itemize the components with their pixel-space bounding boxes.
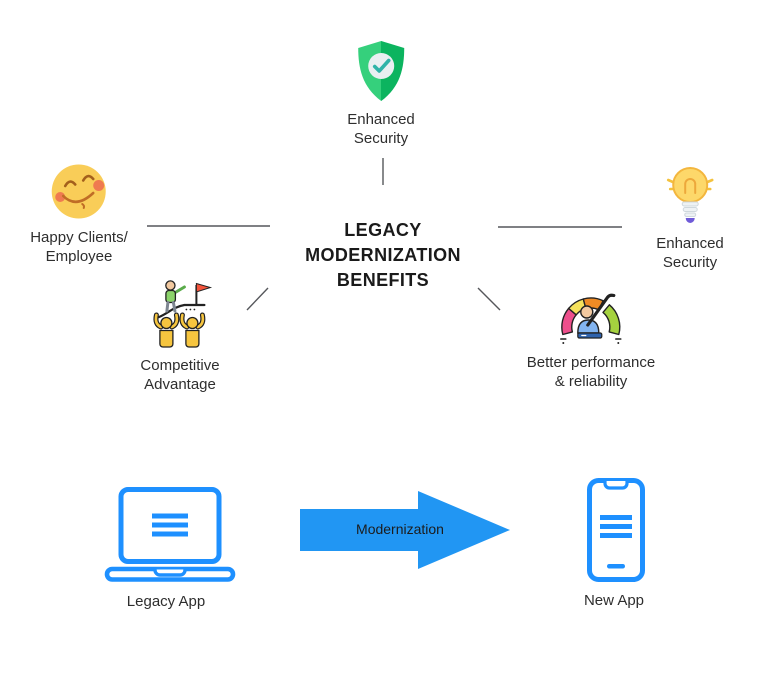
label-line-1: Competitive [140, 357, 220, 374]
label-line-1: Happy Clients/ [30, 229, 128, 246]
benefit-better-performance: Better performance & reliability [527, 281, 655, 391]
title-line-3: BENEFITS [336, 270, 430, 290]
label-line-2: Security [353, 130, 409, 147]
cheering-figure [153, 312, 179, 348]
modernization-arrow-label: Modernization [356, 521, 444, 537]
laptop-icon [104, 487, 236, 582]
benefit-label: Happy Clients/ Employee [30, 228, 128, 266]
legacy-app-label: Legacy App [126, 593, 206, 610]
label-line-2: Security [662, 254, 718, 271]
title-line-2: MODERNIZATION [305, 245, 461, 265]
label-line-2: & reliability [554, 373, 628, 390]
benefit-label: Enhanced Security [656, 234, 724, 272]
benefit-label: Competitive Advantage [140, 356, 219, 394]
modernization-arrow [300, 491, 510, 569]
connector-bottom-right [477, 287, 501, 311]
label-line-2: Advantage [144, 376, 216, 393]
label-line-1: Enhanced [347, 111, 415, 128]
label-line-1: Better performance [526, 354, 656, 371]
new-app-label: New App [583, 592, 645, 609]
diagram-title: LEGACY MODERNIZATION BENEFITS [305, 218, 461, 293]
shield-check-icon [358, 41, 404, 101]
title-line-1: LEGACY [344, 220, 422, 240]
benefit-enhanced-security-top: Enhanced Security [347, 40, 415, 148]
benefit-enhanced-security-right: Enhanced Security [656, 160, 724, 272]
connector-bottom-left [246, 287, 269, 311]
smiley-face-icon [51, 164, 106, 219]
smartphone-icon [587, 478, 645, 582]
benefit-label: Better performance & reliability [527, 353, 655, 391]
cheering-figure [179, 312, 205, 348]
performance-gauge-icon [560, 293, 622, 344]
winner-team-icon [153, 280, 212, 348]
lightbulb-icon [666, 167, 714, 223]
benefit-label: Enhanced Security [347, 110, 415, 148]
benefit-happy-clients: Happy Clients/ Employee [30, 163, 128, 266]
label-line-1: Enhanced [656, 235, 724, 252]
benefit-competitive-advantage: Competitive Advantage [140, 277, 220, 394]
label-line-2: Employee [45, 248, 113, 265]
